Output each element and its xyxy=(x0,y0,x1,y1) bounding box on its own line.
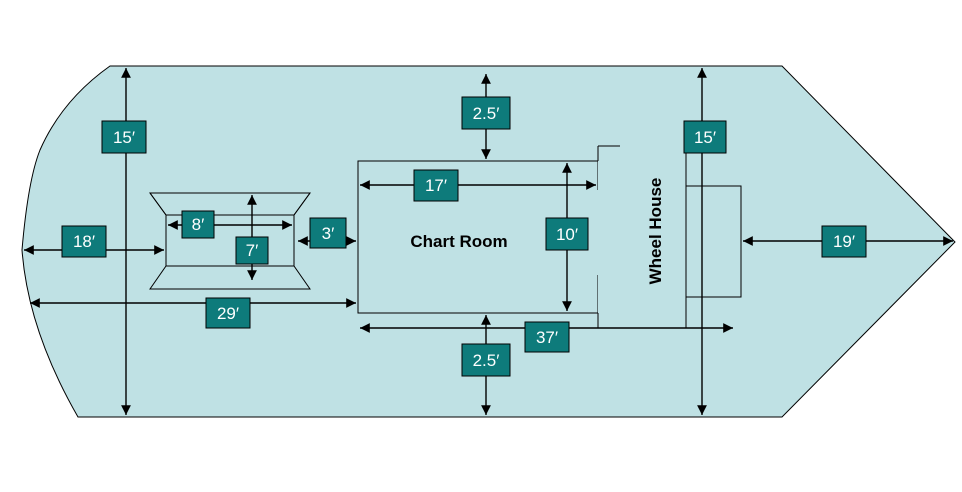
svg-text:15′: 15′ xyxy=(113,128,135,147)
wheel-house-label: Wheel House xyxy=(646,178,665,285)
svg-text:7′: 7′ xyxy=(246,241,259,260)
svg-text:10′: 10′ xyxy=(556,225,578,244)
dim-label-10: 10′ xyxy=(545,217,589,251)
svg-text:15′: 15′ xyxy=(694,128,716,147)
dim-label-19: 19′ xyxy=(821,225,867,258)
svg-text:3′: 3′ xyxy=(322,224,335,243)
svg-text:8′: 8′ xyxy=(192,215,205,234)
dim-label-2-5-top: 2.5′ xyxy=(461,96,511,130)
dim-label-18: 18′ xyxy=(61,225,107,258)
dim-label-8: 8′ xyxy=(181,210,215,239)
svg-text:2.5′: 2.5′ xyxy=(473,351,500,370)
dim-label-2-5-bottom: 2.5′ xyxy=(461,343,511,377)
svg-text:19′: 19′ xyxy=(833,232,855,251)
svg-text:18′: 18′ xyxy=(73,232,95,251)
dim-label-15-left: 15′ xyxy=(101,120,147,154)
svg-text:29′: 29′ xyxy=(217,304,239,323)
svg-text:37′: 37′ xyxy=(536,328,558,347)
svg-text:2.5′: 2.5′ xyxy=(473,104,500,123)
dim-label-29: 29′ xyxy=(205,297,251,329)
dim-label-17: 17′ xyxy=(413,169,459,202)
dim-label-3: 3′ xyxy=(309,217,347,249)
dim-label-7: 7′ xyxy=(235,236,269,265)
svg-text:17′: 17′ xyxy=(425,176,447,195)
dim-label-37: 37′ xyxy=(524,321,570,353)
wheel-house-block xyxy=(598,146,620,328)
dim-label-15-right: 15′ xyxy=(683,120,727,154)
chart-room-label: Chart Room xyxy=(410,232,507,251)
